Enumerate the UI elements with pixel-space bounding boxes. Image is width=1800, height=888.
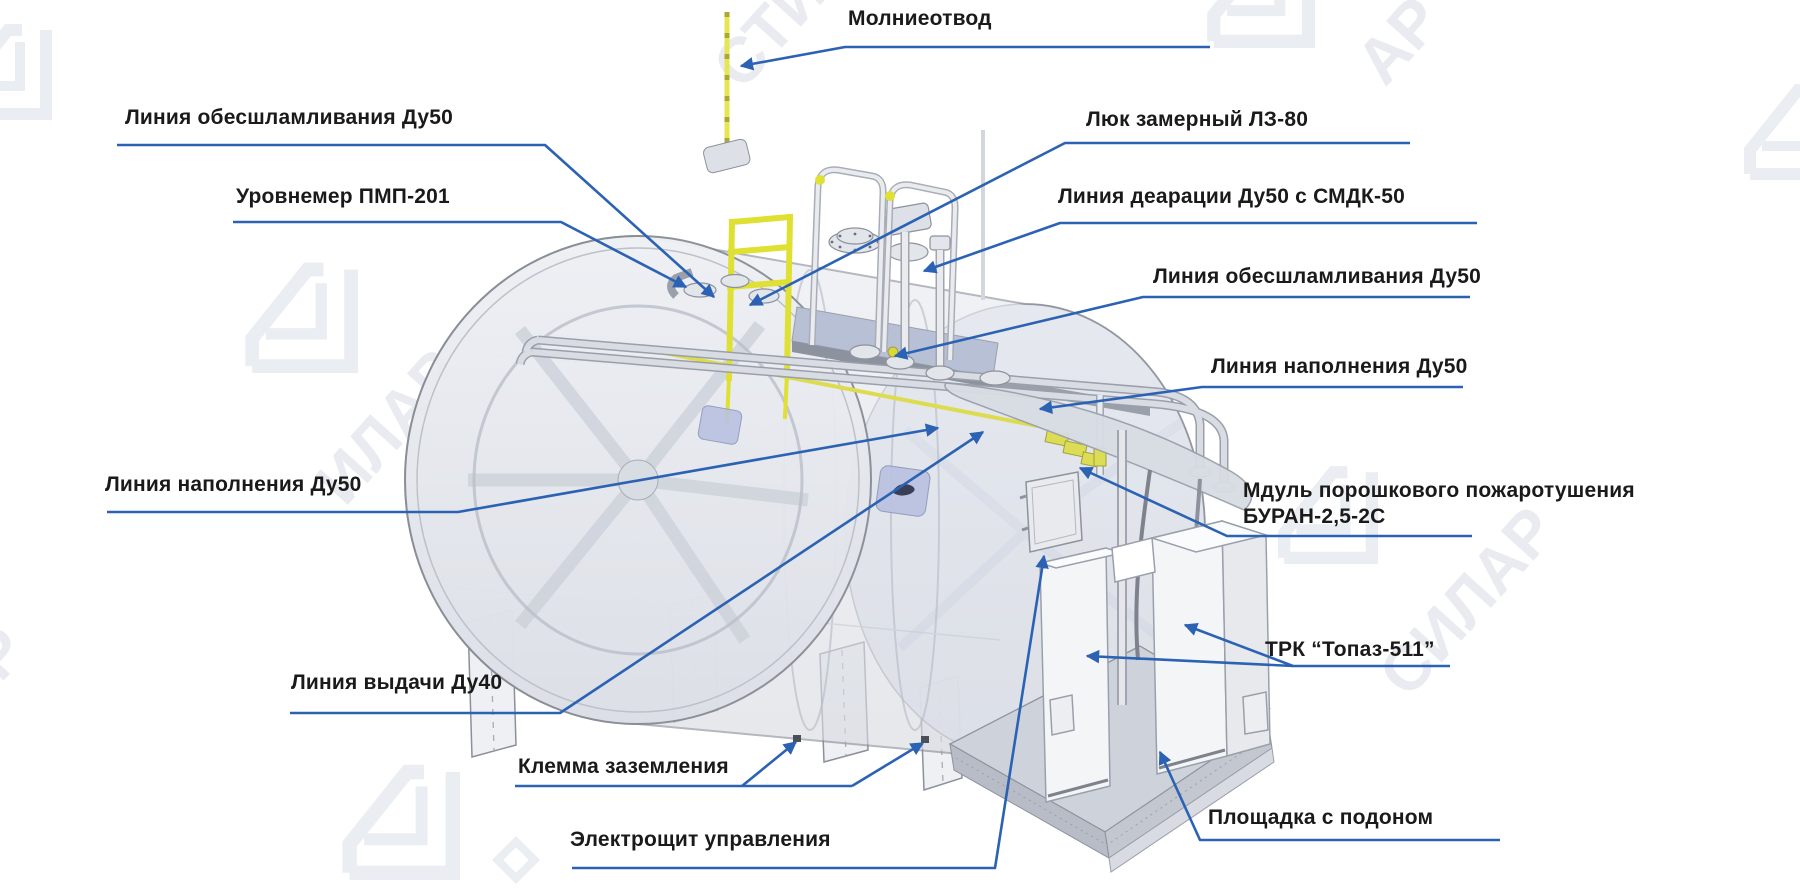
brand-text-watermark: АР [0, 613, 40, 727]
callout-filling-line-right: Линия наполнения Ду50 [1211, 355, 1468, 378]
leader-ground-clamp-a [741, 740, 798, 788]
yellow-pipe [627, 344, 1039, 428]
brand-logo-watermark [350, 772, 453, 873]
callout-level-gauge: Уровнемер ПМП-201 [236, 185, 450, 208]
callout-sludge-line-left: Линия обесшламливания Ду50 [125, 106, 453, 129]
callout-fire-module-line2: БУРАН-2,5-2С [1243, 505, 1386, 528]
callout-fire-module-line1: Мдуль порошкового пожаротушения [1243, 479, 1635, 502]
leader-filling-line-right [1038, 385, 1463, 415]
grounding-clamps [793, 735, 929, 743]
leader-pallet-platform [1158, 750, 1500, 842]
callout-dispenser: ТРК “Топаз-511” [1265, 638, 1435, 661]
callout-control-cabinet: Электрощит управления [570, 828, 831, 851]
rear-canopy [944, 382, 1253, 511]
leader-sludge-line-left [117, 143, 716, 298]
callout-measuring-hatch: Люк замерный ЛЗ-80 [1086, 108, 1309, 131]
brand-logo-watermark [1750, 90, 1800, 174]
callout-dispensing-line: Линия выдачи Ду40 [291, 671, 503, 694]
callout-lightning-rod: Молниеотвод [848, 7, 992, 30]
process-piping [515, 335, 1236, 493]
callout-deaeration-line: Линия деарации Ду50 с СМДК-50 [1058, 185, 1405, 208]
leader-lines [107, 45, 1500, 870]
vent-handrails [808, 130, 985, 368]
callout-pallet-platform: Площадка с подоном [1208, 806, 1434, 829]
leader-fire-module [1078, 466, 1472, 538]
leader-dispenser-b [1085, 649, 1294, 668]
leader-control-cabinet [572, 554, 1049, 870]
brand-diamond-watermark [491, 835, 541, 885]
brand-text-watermark: АР [1342, 0, 1455, 97]
leader-deaeration-line [922, 221, 1477, 274]
leader-ground-clamp-b [851, 741, 925, 788]
brand-logo-watermark [0, 30, 46, 114]
leader-sludge-line-right [893, 295, 1470, 360]
storage-tank-module [404, 12, 1275, 873]
callout-sludge-line-right: Линия обесшламливания Ду50 [1153, 265, 1481, 288]
leader-dispensing-line [290, 430, 985, 715]
leader-level-gauge [233, 220, 688, 289]
id-plates [697, 405, 931, 517]
callout-ground-clamp: Клемма заземления [518, 755, 729, 778]
leader-filling-line-left [107, 423, 940, 514]
control-cabinet [1019, 471, 1083, 553]
callout-fire-module: Мдуль порошкового пожаротушения БУРАН-2,… [1243, 478, 1635, 530]
callout-filling-line-left: Линия наполнения Ду50 [105, 473, 362, 496]
lightning-rod [703, 12, 751, 174]
leader-measuring-hatch [748, 141, 1410, 307]
brand-logo-watermark [252, 270, 351, 367]
fuel-dispensers [1037, 519, 1271, 803]
leader-lightning-rod [739, 45, 1210, 71]
brand-logo-watermark [1214, 0, 1309, 41]
